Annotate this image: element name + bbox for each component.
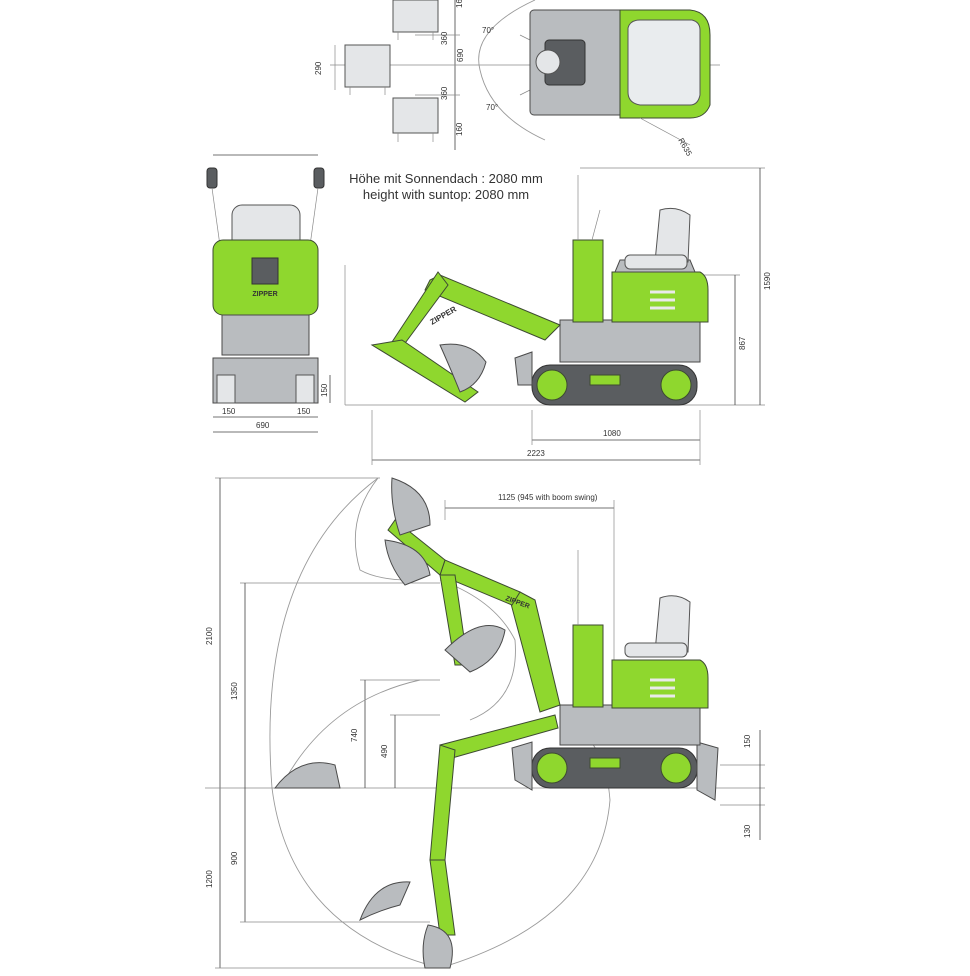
- dim-160-top: 160: [455, 0, 464, 8]
- dim-150-left: 150: [222, 407, 236, 416]
- top-view: [330, 0, 720, 150]
- height-german: Höhe mit Sonnendach : 2080 mm: [349, 171, 543, 186]
- bucket-top-position: [392, 0, 439, 40]
- dim-2223: 2223: [527, 449, 545, 458]
- dim-490: 490: [380, 744, 389, 758]
- radius-label: R635: [676, 137, 694, 159]
- dim-690-front: 690: [256, 421, 270, 430]
- dim-150-wr: 150: [743, 734, 752, 748]
- work-range-view: [205, 477, 765, 969]
- dim-1080: 1080: [603, 429, 621, 438]
- dim-740: 740: [350, 728, 359, 742]
- dim-1200: 1200: [205, 870, 214, 888]
- height-english: height with suntop: 2080 mm: [363, 187, 529, 202]
- side-brand-label: ZIPPER: [429, 304, 459, 326]
- dim-360-top: 360: [440, 31, 449, 45]
- dim-690-top: 690: [456, 48, 465, 62]
- dim-290: 290: [314, 61, 323, 75]
- dim-1590: 1590: [763, 272, 772, 290]
- dim-150-right: 150: [297, 407, 311, 416]
- dim-160-bottom: 160: [455, 122, 464, 136]
- front-view: ZIPPER: [206, 154, 331, 433]
- side-view: [344, 167, 765, 465]
- bucket-bottom-position: [392, 97, 439, 142]
- dim-900: 900: [230, 851, 239, 865]
- bucket-center-position: [344, 44, 391, 95]
- dim-867: 867: [738, 336, 747, 350]
- dim-130-wr: 130: [743, 824, 752, 838]
- front-brand-label: ZIPPER: [252, 291, 277, 298]
- angle-bottom: 70°: [486, 103, 498, 112]
- dim-360-bottom: 360: [440, 86, 449, 100]
- angle-top: 70°: [482, 26, 494, 35]
- dim-2100: 2100: [205, 627, 214, 645]
- dim-150-height: 150: [320, 383, 329, 397]
- reach-note: 1125 (945 with boom swing): [498, 493, 598, 502]
- dim-1350: 1350: [230, 682, 239, 700]
